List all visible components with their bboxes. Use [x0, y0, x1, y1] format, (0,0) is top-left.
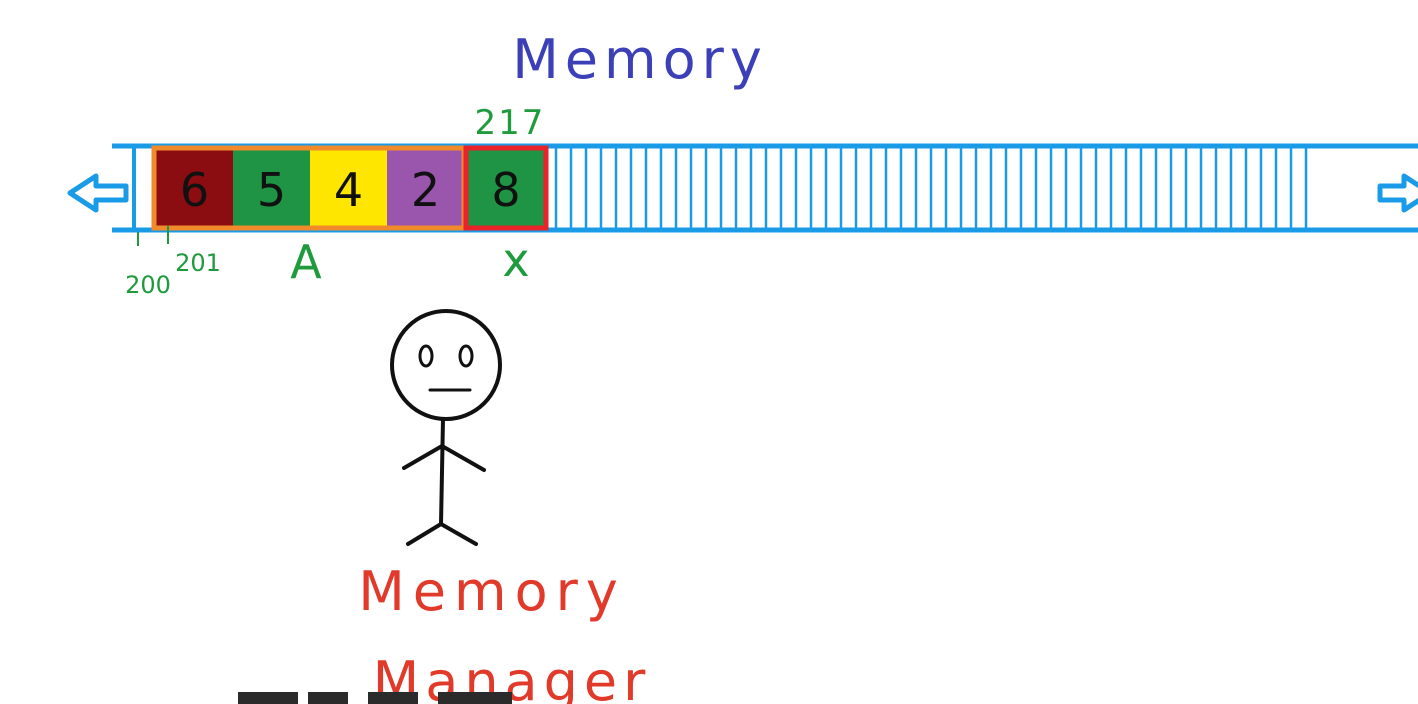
- variable-x-box: [463, 145, 549, 231]
- array-address-200: 200: [125, 271, 171, 299]
- manager-label-line1: Memory: [358, 560, 626, 623]
- figure-right-arm: [440, 444, 486, 472]
- variable-x-address: 217: [475, 103, 546, 143]
- array-address-201: 201: [175, 249, 221, 277]
- caption-overlay-bar: [368, 692, 418, 704]
- array-cell-0: [156, 150, 233, 226]
- figure-right-eye: [458, 344, 474, 368]
- caption-overlay-bar: [238, 692, 298, 704]
- array-name-label: A: [290, 235, 322, 289]
- memory-title: Memory: [512, 28, 768, 91]
- array-cell-value: 2: [411, 163, 440, 217]
- variable-x-value: 8: [491, 163, 520, 217]
- right-arrow-icon: [1377, 173, 1418, 213]
- array-cell-1: [233, 150, 310, 226]
- figure-head: [390, 309, 502, 421]
- figure-body: [439, 417, 445, 526]
- array-cell-2: [310, 150, 387, 226]
- memory-manager-figure: [390, 309, 502, 546]
- variable-name-label: x: [502, 233, 529, 287]
- array-cell-value: 6: [180, 163, 209, 217]
- variable-x-cell: 8: [463, 145, 549, 231]
- caption-overlay: [238, 688, 512, 704]
- caption-overlay-bar: [438, 692, 512, 704]
- figure-right-leg: [439, 522, 478, 546]
- caption-overlay-bar: [308, 692, 348, 704]
- array-cell-3: [387, 150, 464, 226]
- array-cell-value: 4: [334, 163, 363, 217]
- left-arrow-icon: [67, 173, 129, 213]
- figure-left-eye: [418, 344, 434, 368]
- strip-empty-cells: [554, 148, 1308, 228]
- figure-left-arm: [402, 444, 444, 470]
- array-cell-value: 5: [257, 163, 286, 217]
- figure-left-leg: [406, 522, 443, 546]
